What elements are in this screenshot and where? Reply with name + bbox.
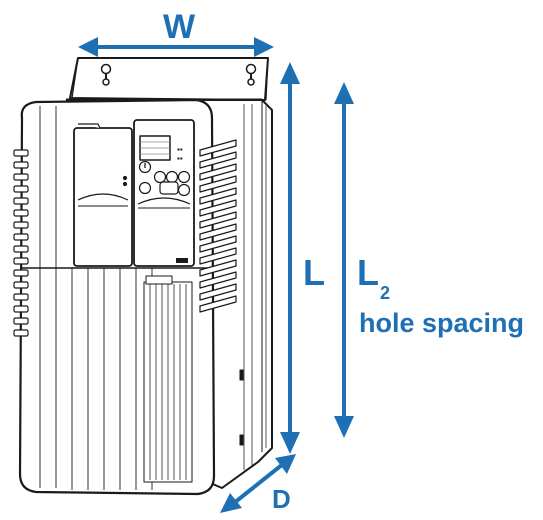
keypad-button-icon: [177, 170, 191, 184]
keypad-enter-icon: [159, 181, 179, 195]
length-label: L: [303, 252, 325, 293]
width-arrow: [78, 37, 274, 57]
keypad-button-icon: [177, 183, 191, 197]
length-arrow: [280, 62, 300, 454]
drive-enclosure: ▪▪ ▪▪: [13, 57, 273, 496]
keypad-button-icon: [138, 181, 152, 195]
dimension-arrows: [78, 37, 354, 513]
lower-grille: [143, 275, 193, 483]
right-vent-slots: [199, 139, 237, 313]
width-label: W: [163, 8, 196, 46]
hole-spacing-arrow: [334, 82, 354, 438]
keyhole-right-icon: [245, 63, 257, 86]
svg-text:▪▪: ▪▪: [177, 154, 183, 163]
left-vent-slots: [13, 149, 29, 337]
depth-label: D: [272, 484, 291, 514]
keypad-button-icon: [153, 170, 167, 184]
hole-length-label-subscript: 2: [380, 283, 391, 303]
hole-length-label-main: L: [357, 252, 379, 293]
side-panel-rails: [239, 100, 267, 470]
keyhole-left-icon: [100, 63, 112, 86]
hole-spacing-label: hole spacing: [359, 308, 525, 338]
keypad-module: ▪▪ ▪▪: [133, 119, 195, 267]
keypad-button-icon: [165, 170, 179, 184]
svg-text:▪▪: ▪▪: [177, 145, 183, 154]
depth-arrow: [220, 454, 296, 513]
hole-length-label: L2: [357, 252, 390, 303]
left-control-module: [73, 123, 133, 267]
mounting-bracket: [66, 57, 269, 105]
front-fins: [39, 106, 153, 490]
